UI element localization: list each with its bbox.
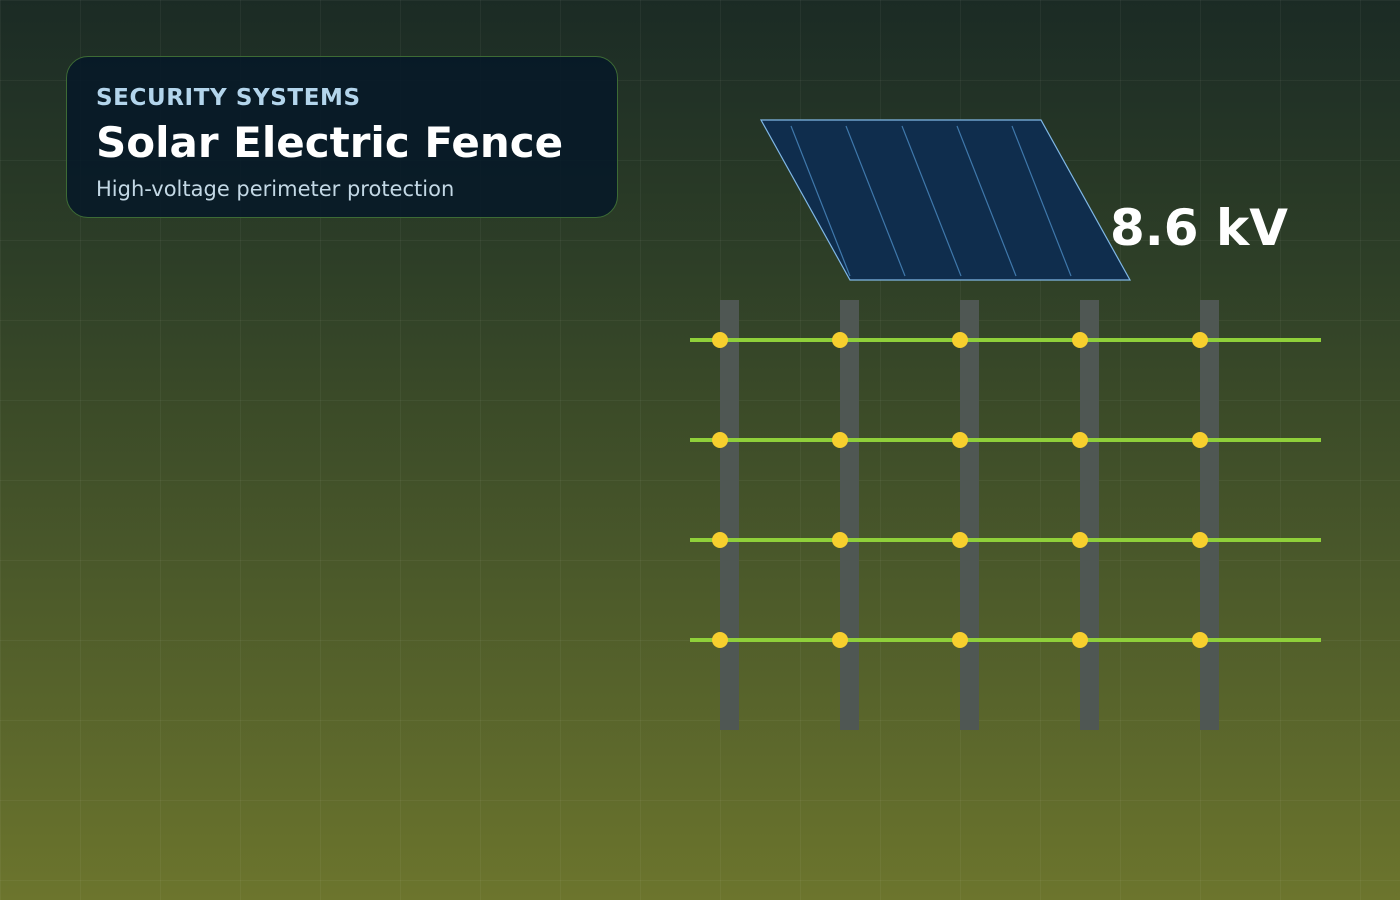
insulator: [1072, 332, 1088, 348]
electric-fence-icon: [690, 300, 1321, 730]
insulator: [712, 632, 728, 648]
insulator: [832, 332, 848, 348]
insulator: [832, 432, 848, 448]
insulator: [952, 332, 968, 348]
insulator: [952, 632, 968, 648]
insulator: [1192, 332, 1208, 348]
insulators: [712, 332, 1208, 648]
panel-cell-line: [790, 125, 851, 277]
insulator: [712, 332, 728, 348]
voltage-readout: 8.6 kV: [1110, 199, 1288, 257]
fence-post: [1080, 300, 1099, 730]
insulator: [952, 432, 968, 448]
insulator: [1072, 432, 1088, 448]
insulator: [712, 532, 728, 548]
fence-post: [960, 300, 979, 730]
panel-cell-line: [956, 125, 1017, 277]
insulator: [1192, 632, 1208, 648]
insulator: [712, 432, 728, 448]
solar-panel-icon: [759, 119, 1132, 281]
title-card: SECURITY SYSTEMS Solar Electric Fence Hi…: [66, 56, 618, 218]
insulator: [1072, 532, 1088, 548]
fence-post: [1200, 300, 1219, 730]
page-title: Solar Electric Fence: [96, 118, 564, 167]
category-label: SECURITY SYSTEMS: [96, 85, 361, 111]
solar-panel-body: [759, 119, 1132, 281]
insulator: [832, 632, 848, 648]
fence-wires: [690, 338, 1321, 642]
panel-cell-line: [845, 125, 906, 277]
insulator: [952, 532, 968, 548]
panel-cell-line: [1011, 125, 1072, 277]
insulator: [832, 532, 848, 548]
fence-post: [840, 300, 859, 730]
panel-cell-line: [901, 125, 962, 277]
page-subtitle: High-voltage perimeter protection: [96, 177, 455, 201]
insulator: [1192, 432, 1208, 448]
fence-post: [720, 300, 739, 730]
fence-posts: [720, 300, 1219, 730]
insulator: [1192, 532, 1208, 548]
insulator: [1072, 632, 1088, 648]
